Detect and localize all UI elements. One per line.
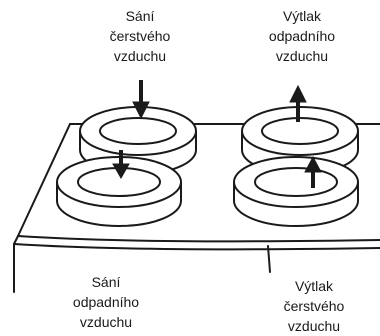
unit-front-lower-edge [13, 243, 380, 251]
arrow-up-icon [289, 84, 307, 122]
port-fresh-air-outlet [233, 156, 359, 227]
arrow-down-icon [132, 80, 150, 120]
label-fresh-air-intake: Sání čerstvého vzduchu [109, 8, 171, 64]
arrow-down-icon [112, 150, 130, 180]
arrow-up-icon [304, 155, 322, 188]
unit-left-side [13, 235, 19, 293]
unit-corner-edge [267, 245, 271, 273]
label-exhaust-air-outlet: Výtlak odpadního vzduchu [268, 8, 336, 64]
unit-left-back-edge [17, 123, 71, 237]
unit-front-top-edge [17, 235, 380, 243]
label-fresh-air-outlet: Výtlak čerstvého vzduchu [283, 278, 345, 334]
label-exhaust-air-intake: Sání odpadního vzduchu [72, 274, 140, 330]
